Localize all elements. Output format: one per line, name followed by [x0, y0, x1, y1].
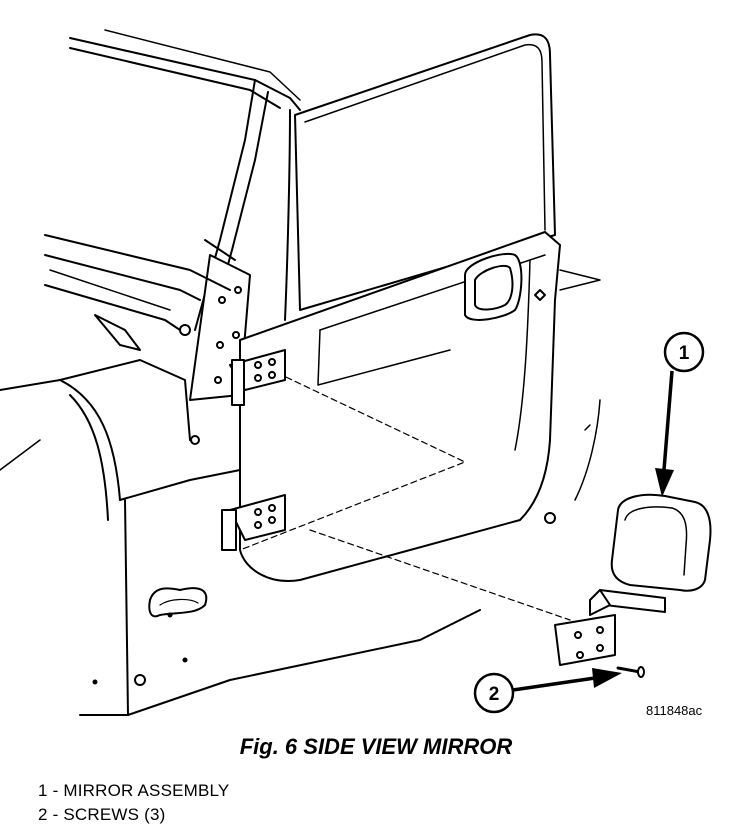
callout-1-number: 1: [679, 343, 690, 364]
vehicle-body: [0, 29, 712, 716]
legend-item-screws: 2 - SCREWS (3): [38, 805, 166, 824]
callout-1: 1: [655, 331, 705, 497]
legend-item-mirror-assembly: 1 - MIRROR ASSEMBLY: [38, 781, 230, 800]
figure-title: Fig. 6 SIDE VIEW MIRROR: [239, 734, 513, 759]
legend: 1 - MIRROR ASSEMBLY 2 - SCREWS (3): [38, 779, 229, 827]
diagram-illustration: 1 2 811848ac: [0, 29, 712, 718]
callout-2: 2: [473, 668, 622, 714]
figure-reference-code: 811848ac: [646, 703, 703, 718]
callout-2-number: 2: [489, 684, 500, 705]
